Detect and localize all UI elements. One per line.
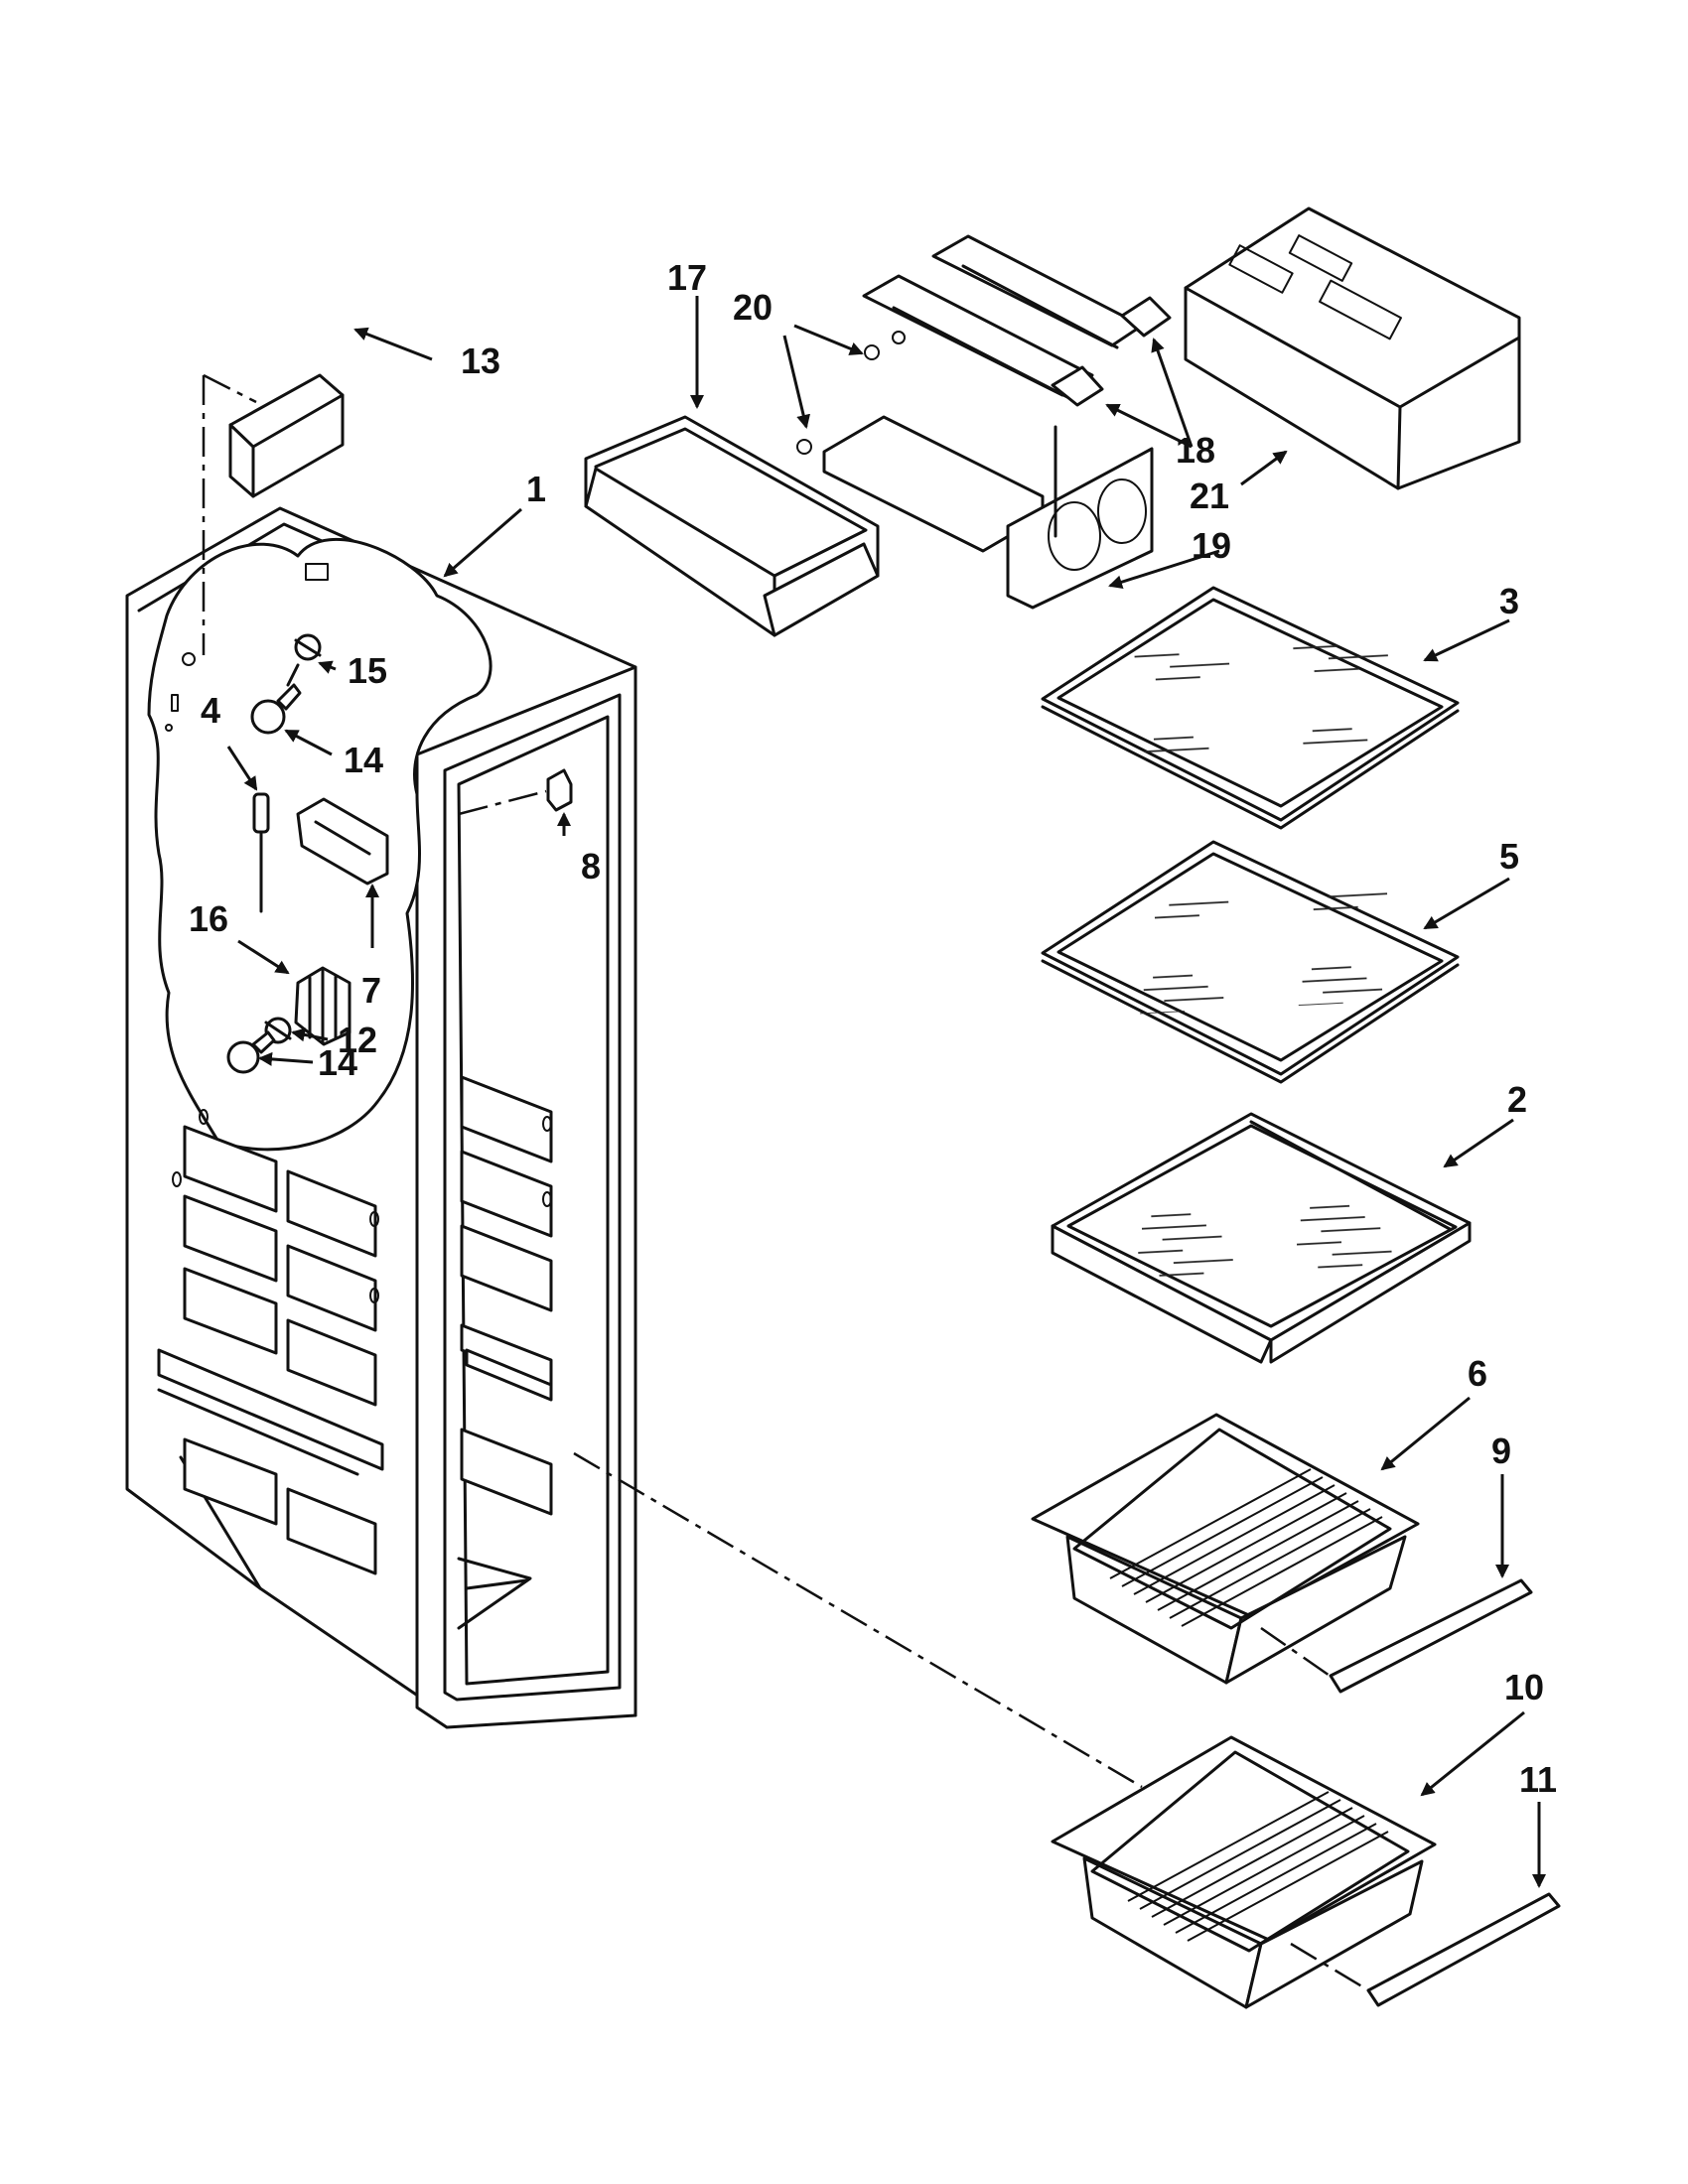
- callout-5: 5: [1499, 836, 1519, 877]
- callout-7: 7: [361, 970, 381, 1011]
- ice-maker-frame: [822, 415, 1154, 610]
- thermistor: [252, 792, 270, 913]
- light-bulb-upper: [250, 683, 302, 735]
- drawer-rail-lower: [1290, 1892, 1561, 2007]
- callout-10: 10: [1504, 1667, 1544, 1707]
- callout-14a: 14: [344, 740, 383, 780]
- ice-bin-housing: [1184, 206, 1521, 490]
- drawer-rail-upper: [1260, 1578, 1533, 1694]
- glass-shelf-middle: [1041, 840, 1460, 1084]
- callout-16: 16: [189, 898, 228, 939]
- callout-17: 17: [667, 257, 707, 298]
- control-cover: [202, 373, 345, 655]
- ice-trays: [862, 234, 1172, 407]
- callout-15: 15: [348, 650, 387, 691]
- callout-18: 18: [1176, 430, 1215, 471]
- light-bulb-lower: [226, 1030, 276, 1074]
- light-socket-upper: [286, 633, 322, 687]
- mounting-screws: [796, 331, 906, 455]
- callout-1: 1: [526, 469, 546, 509]
- callout-11: 11: [1519, 1759, 1557, 1800]
- callout-20: 20: [733, 287, 773, 328]
- light-housing: [296, 797, 389, 886]
- light-shield: [294, 966, 352, 1046]
- callout-14b: 14: [318, 1042, 357, 1083]
- back-wall-panels: [157, 1125, 384, 1575]
- callout-8: 8: [581, 846, 601, 887]
- door-switch: [458, 768, 573, 816]
- glass-shelf-top: [1041, 586, 1460, 830]
- crisper-drawer-lower: [1051, 1735, 1437, 2009]
- callout-6: 6: [1468, 1353, 1487, 1394]
- callout-2: 2: [1507, 1079, 1527, 1120]
- alignment-line: [573, 1451, 1143, 1789]
- callout-9: 9: [1491, 1431, 1511, 1471]
- callout-arrows: [226, 296, 1546, 1888]
- callout-12: 12: [338, 1020, 377, 1060]
- callout-labels: 13 1 15 14 4 16 7 8 12 14 17 20 18 21 19…: [189, 257, 1557, 1800]
- ice-bin: [584, 415, 880, 637]
- callout-4: 4: [201, 690, 220, 731]
- callout-19: 19: [1192, 525, 1231, 566]
- callout-21: 21: [1190, 476, 1229, 516]
- adjustable-glass-shelf: [1051, 1112, 1472, 1364]
- callout-13: 13: [461, 341, 500, 381]
- crisper-drawer-upper: [1031, 1413, 1420, 1685]
- side-wall-panels: [172, 1075, 553, 1516]
- callout-3: 3: [1499, 581, 1519, 621]
